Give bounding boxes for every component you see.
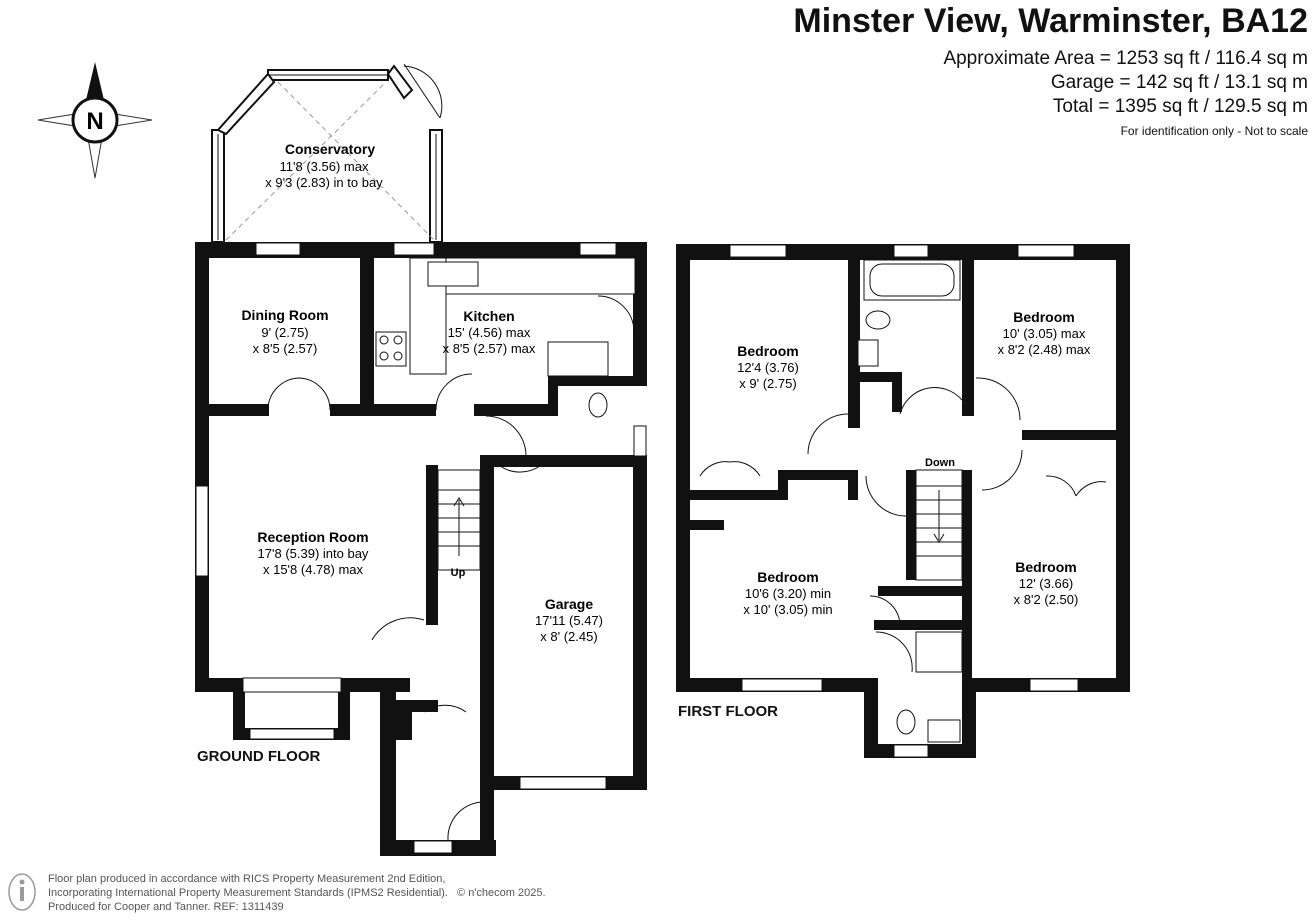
reception-room-name: Reception Room	[257, 529, 368, 545]
bedroom-2-dim1: 10' (3.05) max	[1003, 326, 1086, 341]
ground-floor-walls	[195, 242, 647, 856]
conservatory-name: Conservatory	[285, 141, 375, 157]
stairs-up-label: Up	[451, 567, 466, 579]
bedroom-4-dim2: x 8'2 (2.50)	[1014, 592, 1079, 607]
kitchen-name: Kitchen	[463, 308, 514, 324]
approximate-area: Approximate Area = 1253 sq ft / 116.4 sq…	[943, 48, 1308, 69]
info-icon	[8, 873, 36, 911]
dining-room-dim1: 9' (2.75)	[261, 325, 308, 340]
kitchen-dim2: x 8'5 (2.57) max	[443, 341, 536, 356]
footer-line-2: Incorporating International Property Mea…	[48, 887, 448, 899]
ground-stairs	[437, 469, 481, 571]
first-floor-label: FIRST FLOOR	[678, 703, 778, 720]
bedroom-3-dim1: 10'6 (3.20) min	[745, 586, 831, 601]
footer-line-2-wrap: Incorporating International Property Mea…	[48, 886, 546, 900]
bedroom-3-name: Bedroom	[757, 569, 818, 585]
bedroom-3-dim2: x 10' (3.05) min	[743, 602, 832, 617]
first-floor-walls	[676, 244, 1130, 758]
footer-notes: Floor plan produced in accordance with R…	[48, 872, 546, 914]
total-area: Total = 1395 sq ft / 129.5 sq m	[1052, 96, 1308, 117]
garage-dim1: 17'11 (5.47)	[535, 613, 603, 628]
garage-area: Garage = 142 sq ft / 13.1 sq m	[1050, 72, 1308, 93]
garage-dim2: x 8' (2.45)	[540, 629, 597, 644]
first-floor-stairs	[915, 469, 963, 581]
bedroom-2-name: Bedroom	[1013, 309, 1074, 325]
ground-floor: Up Conservatory 11'8 (3.56) max x 9'3 (2…	[195, 63, 647, 856]
first-floor: Down Bedroom 12'4 (3.76) x 9' (2.75) Bed…	[676, 244, 1130, 758]
dining-room-dim2: x 8'5 (2.57)	[253, 341, 318, 356]
stairs-down-label: Down	[925, 457, 955, 469]
property-title: Minster View, Warminster, BA12	[793, 2, 1308, 40]
conservatory-dim2: x 9'3 (2.83) in to bay	[265, 175, 383, 190]
bedroom-1-dim1: 12'4 (3.76)	[737, 360, 799, 375]
compass-rose-icon: N	[37, 62, 153, 179]
footer-line-1: Floor plan produced in accordance with R…	[48, 873, 446, 885]
bedroom-4-dim1: 12' (3.66)	[1019, 576, 1074, 591]
bedroom-2-dim2: x 8'2 (2.48) max	[998, 342, 1091, 357]
bedroom-1-dim2: x 9' (2.75)	[739, 376, 796, 391]
compass-letter: N	[86, 108, 103, 135]
conservatory-dim1: 11'8 (3.56) max	[280, 159, 369, 174]
ground-floor-label: GROUND FLOOR	[197, 748, 321, 765]
reception-room-dim2: x 15'8 (4.78) max	[263, 562, 364, 577]
scale-note: For identification only - Not to scale	[1120, 124, 1308, 138]
kitchen-dim1: 15' (4.56) max	[448, 325, 531, 340]
footer-line-3: Produced for Cooper and Tanner. REF: 131…	[48, 901, 284, 913]
reception-room-dim1: 17'8 (5.39) into bay	[258, 546, 369, 561]
garage-name: Garage	[545, 596, 593, 612]
dining-room-name: Dining Room	[241, 307, 328, 323]
conservatory-walls	[211, 64, 443, 243]
footer-copyright: © n'checom 2025.	[457, 887, 546, 899]
bedroom-1-name: Bedroom	[737, 343, 798, 359]
bedroom-4-name: Bedroom	[1015, 559, 1076, 575]
